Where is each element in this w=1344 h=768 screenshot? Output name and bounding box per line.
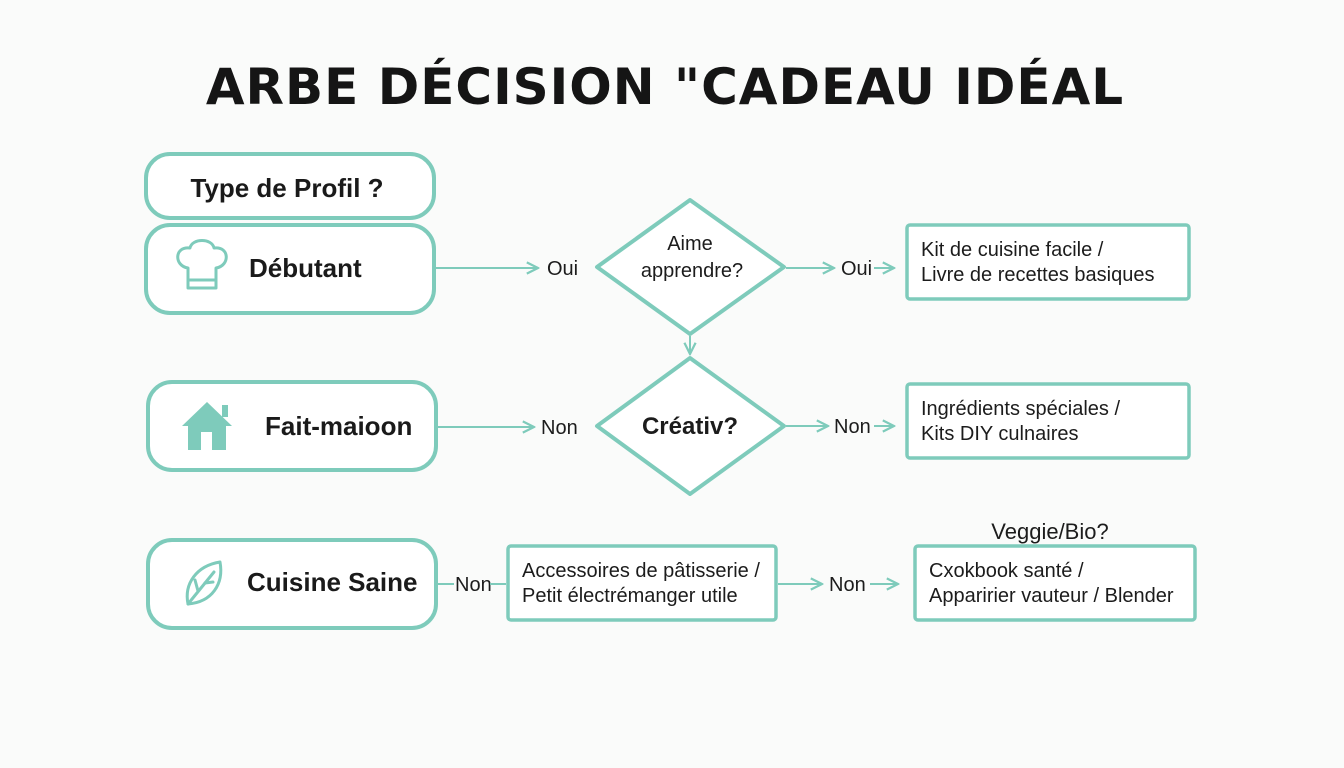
question-learn-line1: Aime — [667, 233, 713, 255]
edge-label-healthy-to-pastry: Non — [455, 574, 492, 596]
veggie-question-label: Veggie/Bio? — [991, 519, 1108, 544]
healthy-label: Cuisine Saine — [247, 567, 418, 597]
question-creative-label: Créativ? — [642, 413, 738, 440]
result-healthy-line2: Apparirier vauteur / Blender — [929, 585, 1174, 607]
edge-healthy-to-pastry: Non — [438, 574, 506, 596]
result-pastry-node: Accessoires de pâtisserie / Petit électr… — [506, 544, 778, 622]
edge-homemade-to-creative: Non — [438, 417, 578, 439]
edge-label-creative-to-special: Non — [834, 416, 871, 438]
homemade-label: Fait-maioon — [265, 411, 412, 441]
beginner-node: Débutant — [144, 223, 436, 315]
edge-pastry-to-healthy: Non — [778, 574, 898, 596]
result-pastry-line2: Petit électrémanger utile — [522, 585, 738, 607]
result-healthy-node: Cxokbook santé / Apparirier vauteur / Bl… — [913, 544, 1197, 622]
profile-header-node: Type de Profil ? — [144, 152, 436, 220]
result-pastry-line1: Accessoires de pâtisserie / — [522, 560, 760, 582]
result-easy-kit-line2: Livre de recettes basiques — [921, 264, 1154, 286]
beginner-label: Débutant — [249, 253, 362, 283]
result-healthy-line1: Cxokbook santé / — [929, 560, 1084, 582]
leaf-icon — [185, 560, 223, 606]
result-easy-kit-line1: Kit de cuisine facile / — [921, 239, 1104, 261]
house-icon — [182, 402, 232, 450]
question-creative-node: Créativ? — [595, 356, 786, 496]
edge-learn-to-easy-kit: Oui — [786, 258, 894, 280]
chef-hat-icon — [176, 239, 228, 290]
result-special-line2: Kits DIY culnaires — [921, 423, 1078, 445]
edge-creative-to-special: Non — [786, 416, 894, 438]
edge-label-pastry-to-healthy: Non — [829, 574, 866, 596]
result-special-line1: Ingrédients spéciales / — [921, 398, 1120, 420]
question-learn-line2: apprendre? — [641, 260, 743, 282]
page-title: ARBE DÉCISION "CADEAU IDÉAL — [206, 57, 1124, 116]
homemade-node: Fait-maioon — [146, 380, 438, 472]
edge-label-beginner-to-learn: Oui — [547, 258, 578, 280]
edge-label-learn-to-easy-kit: Oui — [841, 258, 872, 280]
healthy-node: Cuisine Saine — [146, 538, 438, 630]
edge-beginner-to-learn: Oui — [436, 258, 578, 280]
result-easy-kit-node: Kit de cuisine facile / Livre de recette… — [905, 223, 1191, 301]
edge-label-homemade-to-creative: Non — [541, 417, 578, 439]
profile-header-label: Type de Profil ? — [190, 173, 383, 203]
result-special-node: Ingrédients spéciales / Kits DIY culnair… — [905, 382, 1191, 460]
question-learn-node: Aime apprendre? — [595, 198, 786, 336]
